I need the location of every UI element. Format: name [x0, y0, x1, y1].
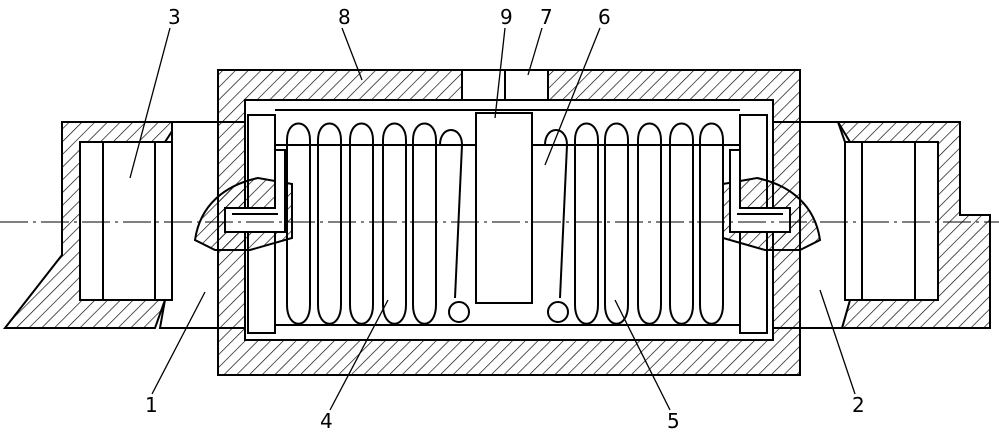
- label-7: 7: [540, 5, 553, 29]
- label-1: 1: [145, 393, 158, 417]
- label-6: 6: [598, 5, 611, 29]
- label-2: 2: [852, 393, 865, 417]
- left-housing: [5, 122, 178, 328]
- label-3: 3: [168, 5, 181, 29]
- label-8: 8: [338, 5, 351, 29]
- right-housing: [838, 122, 990, 328]
- center-block-part-9: [476, 113, 532, 303]
- label-4: 4: [320, 409, 333, 433]
- label-9: 9: [500, 5, 513, 29]
- label-5: 5: [667, 409, 680, 433]
